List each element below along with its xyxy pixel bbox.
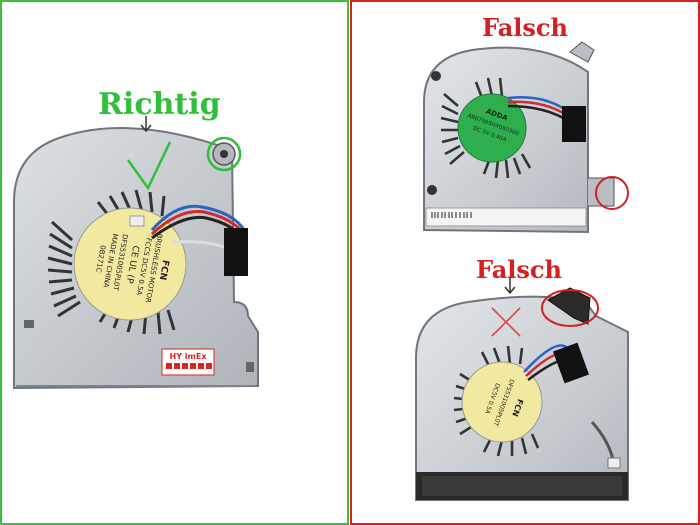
cable-tape-top: [562, 106, 586, 142]
label-correct: Richtig: [98, 87, 221, 122]
cable-tape-bottom: [552, 342, 590, 384]
cable-tape: [224, 228, 248, 276]
label-wrong-top: Falsch: [482, 13, 568, 42]
wrong-fans-photo: ADDA AB07005HX080300 DC 5V 0.40A: [415, 41, 629, 501]
cross-icon: [491, 307, 521, 337]
fan-cable: [129, 204, 248, 276]
fan-hub-sticker-bottom: [461, 361, 543, 443]
correct-fan-photo: FCN BRUSHLESS MOTOR FCCS DC5V 0.5A CE UL…: [13, 116, 259, 390]
checkmark-icon: [126, 141, 172, 191]
wrong-fan-bottom: FCN DFS531005PL0T DC5V 0.5A: [415, 278, 629, 501]
highlight-circle-wrong-top: [595, 176, 629, 210]
arrow-icon: [140, 116, 152, 133]
label-wrong-bottom: Falsch: [476, 255, 562, 284]
arrow-icon-bottom: [504, 278, 516, 295]
highlight-circle-wrong-bottom: [541, 289, 599, 327]
highlight-circle-correct: [206, 136, 242, 172]
fan-hub-sticker: [73, 207, 187, 321]
wrong-fan-top: ADDA AB07005HX080300 DC 5V 0.40A: [423, 41, 629, 234]
fan-vents-top: [440, 77, 532, 179]
svg-text:HY imEx: HY imEx: [170, 352, 208, 361]
svg-text:FCN: FCN: [157, 259, 170, 281]
brand-tag: [161, 348, 215, 376]
fan-hub-sticker-top: [457, 93, 527, 163]
barcode-label: [425, 207, 587, 227]
correct-fan-panel: FCN BRUSHLESS MOTOR FCCS DC5V 0.5A CE UL…: [0, 0, 349, 525]
wrong-fans-panel: ADDA AB07005HX080300 DC 5V 0.40A: [350, 0, 700, 525]
